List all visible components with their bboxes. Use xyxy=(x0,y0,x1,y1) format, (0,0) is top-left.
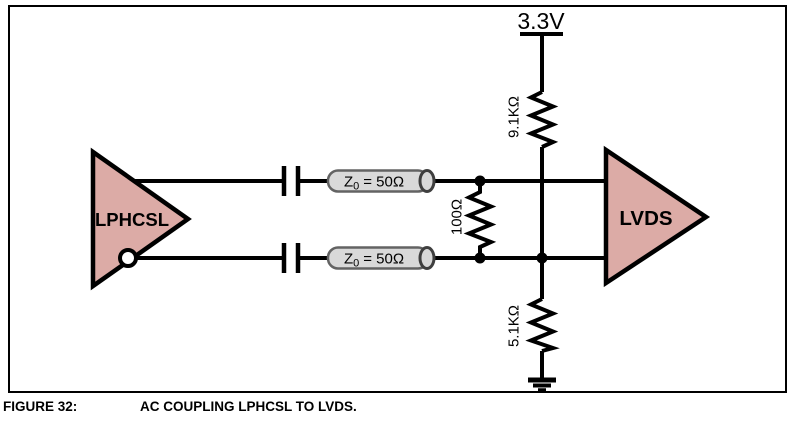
tline-top-label: Z0= 50Ω xyxy=(344,174,404,193)
resistor-pulldown-zigzag xyxy=(525,297,560,353)
lvds-receiver-shape xyxy=(603,145,711,288)
bias-network: 3.3V 9.1KΩ 5.1KΩ xyxy=(506,8,565,392)
tline-bottom: Z0= 50Ω xyxy=(326,246,436,270)
resistor-pullup-label: 9.1KΩ xyxy=(506,96,523,138)
ground-symbol xyxy=(528,377,556,392)
figure-caption: FIGURE 32: AC COUPLING LPHCSL TO LVDS. xyxy=(3,399,357,414)
capacitor-top xyxy=(281,166,301,196)
supply-3v3: 3.3V xyxy=(517,8,565,36)
lvds-receiver: LVDS xyxy=(603,145,711,288)
resistor-termination-zigzag xyxy=(463,181,497,258)
tline-bottom-endcap xyxy=(418,246,436,270)
resistor-pulldown-label: 5.1KΩ xyxy=(506,305,523,347)
lphcsl-buffer-shape xyxy=(90,147,192,291)
figure-caption-label: FIGURE 32: xyxy=(3,399,77,414)
junction-dot-bias-bottom-trace xyxy=(536,252,548,264)
figure-caption-title: AC COUPLING LPHCSL TO LVDS. xyxy=(140,399,357,414)
lvds-receiver-label: LVDS xyxy=(619,207,672,230)
lphcsl-buffer-label: LPHCSL xyxy=(95,209,169,230)
resistor-pullup: 9.1KΩ xyxy=(506,90,559,149)
tline-top-endcap xyxy=(418,169,436,193)
resistor-termination-label: 100Ω xyxy=(449,199,466,235)
resistor-termination: 100Ω xyxy=(449,181,497,258)
lphcsl-buffer: LPHCSL xyxy=(90,147,192,291)
junction-dot-termination-bottom xyxy=(474,252,486,264)
supply-label: 3.3V xyxy=(517,8,565,34)
figure-border xyxy=(8,5,787,393)
resistor-pulldown: 5.1KΩ xyxy=(506,297,560,353)
inversion-bubble xyxy=(118,248,138,268)
tline-top: Z0= 50Ω xyxy=(326,169,436,193)
junction-dot-termination-top xyxy=(474,175,486,187)
capacitor-bottom xyxy=(281,243,301,273)
tline-bottom-label: Z0= 50Ω xyxy=(344,251,404,270)
resistor-pullup-zigzag xyxy=(525,90,559,149)
